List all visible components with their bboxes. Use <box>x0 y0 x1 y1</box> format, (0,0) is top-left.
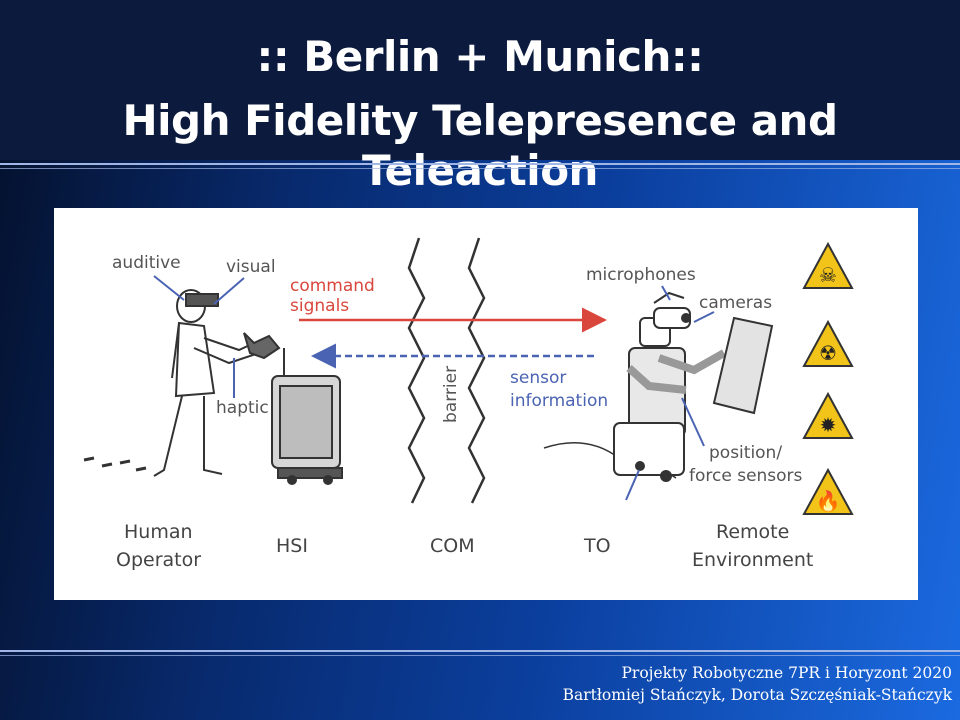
barrier-zigzag <box>407 237 486 504</box>
footer-project-line: Projekty Robotyczne 7PR i Horyzont 2020 <box>621 664 953 682</box>
caption-to: TO <box>583 535 611 557</box>
slide-title-line1: :: Berlin + Munich:: <box>256 32 704 81</box>
label-cameras: cameras <box>699 293 772 313</box>
svg-text:☠: ☠ <box>819 263 837 287</box>
label-barrier: barrier <box>441 366 461 423</box>
bottom-divider-thin <box>0 655 960 656</box>
toxic-hazard-icon: ☠ <box>802 241 854 289</box>
footer-authors-line: Bartłomiej Stańczyk, Dorota Szczęśniak-S… <box>562 686 952 704</box>
explosive-hazard-icon: ✹ <box>802 391 854 439</box>
bottom-divider <box>0 650 960 652</box>
label-position-line2: force sensors <box>689 466 803 486</box>
caption-human-line1: Human <box>124 521 193 543</box>
label-position-line1: position/ <box>709 443 782 463</box>
flammable-hazard-icon: 🔥 <box>802 467 854 515</box>
label-command-line1: command <box>290 276 375 296</box>
slide-title-line2: High Fidelity Telepresence and Teleactio… <box>122 96 838 195</box>
human-operator-illustration <box>83 289 260 477</box>
label-sensor-line2: information <box>510 391 608 411</box>
caption-remote-line2: Environment <box>692 549 813 571</box>
label-microphones: microphones <box>586 265 696 285</box>
svg-text:✹: ✹ <box>820 413 837 437</box>
top-divider-thin <box>0 168 960 169</box>
label-haptic: haptic <box>216 398 269 418</box>
label-auditive: auditive <box>112 253 181 273</box>
caption-hsi: HSI <box>276 535 308 557</box>
svg-text:☢: ☢ <box>819 341 837 365</box>
diagram-canvas: auditive visual haptic barrier command s… <box>83 237 854 571</box>
svg-text:🔥: 🔥 <box>816 489 841 513</box>
caption-com: COM <box>430 535 475 557</box>
teleoperator-robot-illustration <box>543 291 774 482</box>
hsi-device-illustration <box>243 332 343 485</box>
caption-remote-line1: Remote <box>716 521 789 543</box>
title-bar <box>0 0 960 160</box>
telepresence-diagram: auditive visual haptic barrier command s… <box>54 208 918 600</box>
label-sensor-line1: sensor <box>510 368 566 388</box>
label-command-line2: signals <box>290 296 349 316</box>
caption-human-line2: Operator <box>116 549 201 571</box>
radiation-hazard-icon: ☢ <box>802 319 854 367</box>
label-visual: visual <box>226 257 276 277</box>
top-divider <box>0 163 960 165</box>
